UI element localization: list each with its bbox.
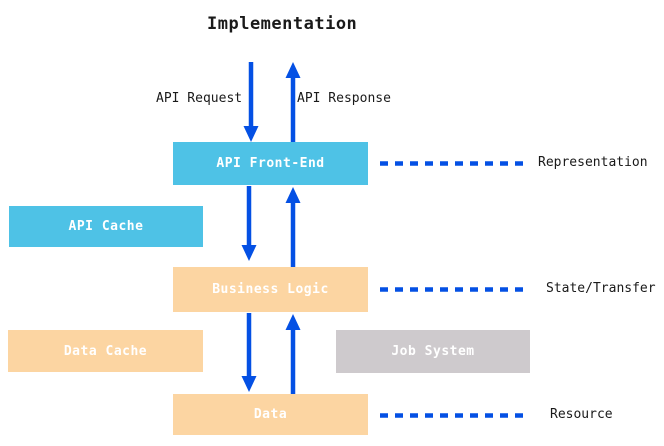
logic-to-frontend-arrow [285,187,301,267]
response-up-arrow [285,62,301,142]
api-response-label: API Response [297,91,391,106]
node-api-front-end: API Front-End [173,142,368,185]
node-data-cache: Data Cache [8,330,203,372]
layer-label-representation: Representation [538,155,648,170]
node-job-system: Job System [336,330,530,373]
api-request-label: API Request [156,91,243,106]
data-to-logic-arrow [285,314,301,394]
logic-to-data-arrow [241,313,257,392]
diagram-title: Implementation [207,14,358,34]
request-down-arrow [243,62,259,142]
node-api-cache: API Cache [9,206,203,247]
layer-label-state-transfer: State/Transfer [546,281,656,296]
node-business-logic: Business Logic [173,267,368,312]
layer-label-resource: Resource [550,407,613,422]
node-data: Data [173,394,368,435]
frontend-to-logic-arrow [241,186,257,261]
